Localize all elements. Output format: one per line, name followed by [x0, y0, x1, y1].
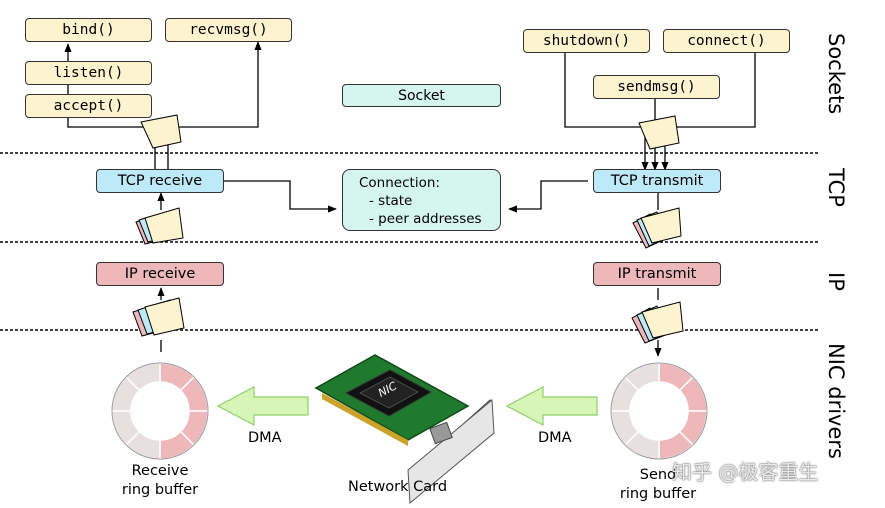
network-card-label: Network Card — [348, 479, 448, 495]
tcp-transmit-box[interactable]: TCP transmit — [593, 169, 721, 193]
bind-call-box[interactable]: bind() — [25, 18, 152, 42]
receive-ring-label-line1: Receive — [131, 463, 189, 479]
dma-label-right: DMA — [538, 430, 572, 446]
send-ring-buffer-icon — [610, 362, 708, 460]
packet-icon-tcp-left — [135, 207, 184, 245]
sendmsg-call-box[interactable]: sendmsg() — [593, 75, 720, 99]
ip-transmit-box[interactable]: IP transmit — [593, 262, 721, 286]
packet-icon-ip-right — [631, 301, 684, 344]
ring-outline — [610, 362, 708, 460]
network-card-icon — [314, 354, 495, 505]
packet-icon-sockets-right — [638, 115, 680, 150]
send-ring-label: Send ring buffer — [608, 466, 708, 504]
socket-box[interactable]: Socket — [342, 84, 501, 107]
listen-call-box[interactable]: listen() — [25, 61, 152, 85]
send-ring-label-line1: Send — [639, 467, 677, 483]
packet-icon-sockets-left — [140, 114, 182, 149]
layer-label-nic-drivers: NIC drivers — [824, 343, 848, 459]
connection-title: Connection: — [359, 175, 440, 191]
vertical-flow-arrows — [157, 192, 662, 357]
connection-box[interactable]: Connection: - state - peer addresses — [342, 169, 501, 231]
watermark: 知乎 @极客重生 — [672, 460, 819, 484]
tcp-receive-box[interactable]: TCP receive — [96, 169, 224, 193]
layer-label-ip: IP — [824, 272, 848, 291]
layer-label-sockets: Sockets — [824, 33, 848, 115]
ip-receive-box[interactable]: IP receive — [96, 262, 224, 286]
receive-ring-buffer-icon — [111, 362, 209, 460]
recvmsg-call-box[interactable]: recvmsg() — [165, 18, 292, 42]
tcp-connection-arrows — [224, 180, 588, 213]
accept-call-box[interactable]: accept() — [25, 94, 152, 118]
ring-outline — [111, 362, 209, 460]
receive-ring-label: Receive ring buffer — [110, 462, 210, 500]
receive-ring-label-line2: ring buffer — [121, 482, 199, 498]
dma-label-left: DMA — [248, 430, 282, 446]
layer-label-tcp: TCP — [824, 168, 848, 207]
connection-item-state: - state — [369, 193, 413, 209]
dma-arrow-left — [216, 386, 309, 426]
dma-arrow-right — [505, 386, 598, 426]
shutdown-call-box[interactable]: shutdown() — [523, 29, 650, 53]
packet-icon-ip-left — [132, 297, 185, 337]
connect-call-box[interactable]: connect() — [663, 29, 790, 53]
packet-icon-tcp-right — [632, 207, 682, 249]
send-ring-label-line2: ring buffer — [619, 486, 697, 502]
connection-item-peer-addresses: - peer addresses — [369, 211, 482, 227]
